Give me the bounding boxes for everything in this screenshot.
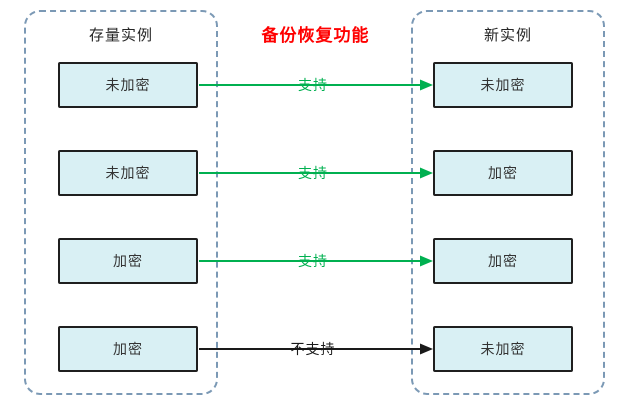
source-box-1: 未加密 [58,62,198,108]
source-box-2: 未加密 [58,150,198,196]
target-box-2: 加密 [433,150,573,196]
target-panel-title: 新实例 [483,26,532,44]
target-box-1: 未加密 [433,62,573,108]
arrow-label-3: 支持 [298,254,328,270]
diagram-title: 备份恢复功能 [261,26,370,46]
source-box-4: 加密 [58,326,198,372]
arrow-label-4: 不支持 [290,342,336,358]
target-box-3: 加密 [433,238,573,284]
arrow-label-2: 支持 [298,166,328,182]
source-box-3: 加密 [58,238,198,284]
target-instances-panel: 新实例 [411,10,605,395]
target-box-4: 未加密 [433,326,573,372]
arrow-label-1: 支持 [298,78,328,94]
source-instances-panel: 存量实例 [24,10,218,395]
source-panel-title: 存量实例 [88,26,153,44]
